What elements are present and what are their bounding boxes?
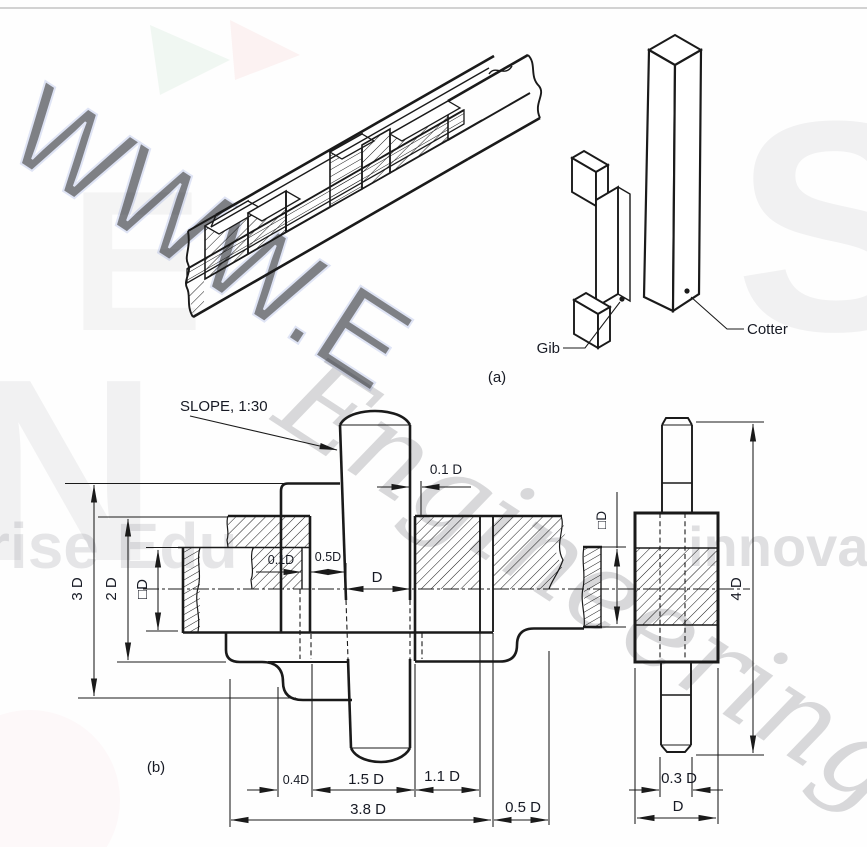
dim-38d-label: 3.8 D <box>350 801 386 818</box>
ext-sqd-right <box>602 546 626 628</box>
bottom-ext-lines <box>229 633 550 827</box>
break-edge-2 <box>196 547 201 633</box>
side-view <box>633 417 720 753</box>
iso-rod-notch <box>488 65 513 75</box>
side-slot-edges <box>635 547 718 626</box>
dim-03d-label: 0.3 D <box>661 770 697 787</box>
dim-d-bottom-label: D <box>673 798 684 815</box>
rod-bottom-step <box>415 627 584 663</box>
rod-end-section-a <box>415 517 480 589</box>
slope-leader <box>189 415 338 451</box>
iso-step-block-top <box>246 190 302 222</box>
dim-sqd-right-label: □D <box>594 511 609 529</box>
iso-ledge-edge <box>186 109 465 270</box>
iso-rod-bottom-edge <box>467 116 541 161</box>
iso-cotter <box>642 33 704 314</box>
cotter-label: Cotter <box>747 321 788 338</box>
gib-leader-dot <box>619 296 625 302</box>
iso-end-section <box>188 281 204 316</box>
rod-face-section <box>584 547 601 627</box>
socket-left-wall-section <box>183 548 200 632</box>
side-boss <box>633 511 720 664</box>
dimensions: 3 D 2 D □D SLOPE, 1:30 0.1 D 0.1D 0.5D D… <box>69 398 764 827</box>
iso-rod-inner-edge <box>447 92 531 141</box>
side-cotter-upper <box>661 417 693 513</box>
cotter-leader-dot <box>684 288 690 294</box>
watermark-letter-s: S <box>735 58 867 394</box>
strap-top-section <box>228 516 310 547</box>
gib-label: Gib <box>537 340 560 357</box>
iso-floor-edge <box>204 119 483 280</box>
iso-rod-break <box>527 54 543 119</box>
iso-slot-edges <box>285 191 331 234</box>
side-cotter-lower <box>660 662 692 753</box>
iso-rear-top-edge <box>215 54 495 217</box>
dim-05d-right-label: 0.5 D <box>505 799 541 816</box>
dim-15d-label: 1.5 D <box>348 771 384 788</box>
front-view <box>65 409 750 764</box>
dim-4d-label: 4 D <box>728 577 745 601</box>
strap-outer-bottom-left <box>224 632 352 702</box>
iso-bottom-front-edge <box>192 157 469 319</box>
front-cotter <box>338 409 412 764</box>
break-edge-4 <box>548 515 564 590</box>
iso-rear-wall-end <box>210 214 217 228</box>
gib-leader-line <box>563 301 621 349</box>
side-boss-section <box>635 548 718 625</box>
caption-a: (a) <box>488 369 506 386</box>
dim-3d-label: 3 D <box>69 577 86 601</box>
iso-rear-inner-edge <box>210 67 490 228</box>
watermark-shape-red <box>230 20 300 80</box>
break-edge-5 <box>581 546 586 628</box>
dim-01d-top-label: 0.1 D <box>430 462 463 477</box>
dim-sqd-left-label: □D <box>134 579 151 599</box>
watermark-letter-e: E <box>70 150 203 373</box>
slope-note: SLOPE, 1:30 <box>180 398 268 415</box>
side-hidden-cotter-edges <box>659 513 686 662</box>
iso-left-top-edge <box>187 214 217 232</box>
dim-11d-label: 1.1 D <box>424 768 460 785</box>
watermark-letter-n: N <box>0 326 158 616</box>
dim-01d-mid-label: 0.1D <box>268 553 294 567</box>
iso-broken-end <box>185 230 194 318</box>
ext-4d <box>696 421 764 756</box>
break-edge-1 <box>226 515 229 548</box>
broken-out-section <box>252 548 302 589</box>
strap-outer-top-left <box>279 482 340 632</box>
dim-04d-label: 0.4D <box>283 773 309 787</box>
watermark-blob <box>0 710 120 847</box>
watermark-shape-green <box>150 25 230 95</box>
rod-end-section-b <box>493 517 566 589</box>
caption-b: (b) <box>147 759 165 776</box>
iso-right-block-top <box>388 100 462 142</box>
break-edge-3 <box>250 547 254 590</box>
ext-03d <box>659 757 693 797</box>
isometric-view: Gib Cotter (a) <box>185 33 788 386</box>
cotter-leader-line <box>690 296 744 330</box>
iso-rod-top-edge <box>447 53 529 103</box>
iso-gib <box>570 149 631 350</box>
ext-d-bottom <box>634 668 719 824</box>
dim-d-centre-label: D <box>372 569 383 586</box>
dim-2d-label: 2 D <box>103 577 120 601</box>
dim-05d-mid-label: 0.5D <box>315 550 341 564</box>
